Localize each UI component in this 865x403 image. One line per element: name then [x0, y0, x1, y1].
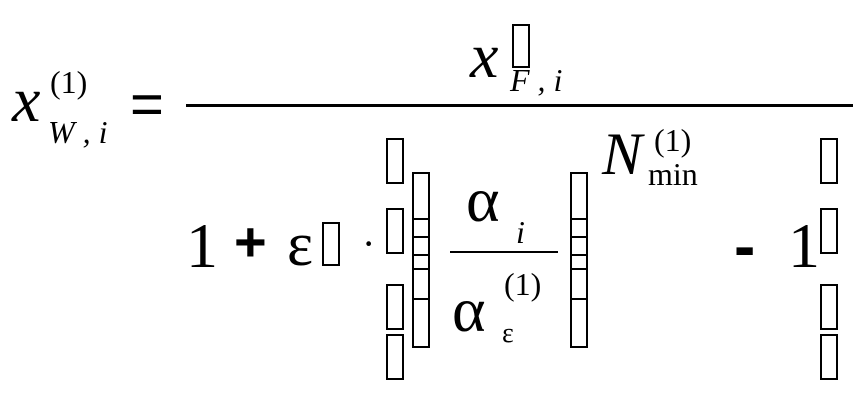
- lhs-variable: x: [12, 64, 41, 135]
- replacement-box-icon: [386, 138, 404, 184]
- multiplication-dot: ·: [362, 221, 376, 266]
- denominator-one: 1: [186, 210, 218, 281]
- numerator-variable: x: [470, 20, 499, 91]
- exponent-variable: N: [602, 121, 643, 187]
- replacement-box-icon: [570, 172, 588, 348]
- replacement-box-icon: [820, 284, 838, 330]
- denominator-one-end: 1: [788, 210, 820, 281]
- replacement-box-icon: [820, 138, 838, 184]
- alpha-denominator-subscript: ε: [502, 318, 514, 349]
- replacement-box-icon: [386, 334, 404, 380]
- plus-sign: +: [234, 210, 267, 273]
- replacement-box-icon: [820, 334, 838, 380]
- epsilon-symbol: ε: [287, 211, 314, 279]
- alpha-numerator: α: [466, 164, 500, 235]
- main-fraction-bar: [186, 104, 853, 107]
- replacement-box-icon: [512, 24, 530, 68]
- lhs-subscript: W , i: [48, 114, 108, 150]
- replacement-box-icon: [820, 208, 838, 254]
- exponent-superscript: (1): [654, 122, 692, 158]
- lhs-superscript: (1): [50, 64, 88, 100]
- numerator-subscript: F , i: [510, 62, 563, 98]
- exponent-subscript: min: [648, 156, 698, 192]
- alpha-numerator-subscript: i: [516, 214, 525, 250]
- inner-fraction-bar: [450, 251, 558, 253]
- replacement-box-icon: [412, 172, 430, 348]
- equals-sign: =: [130, 72, 164, 137]
- replacement-box-icon: [322, 222, 340, 266]
- replacement-box-icon: [386, 208, 404, 254]
- minus-sign: -: [734, 210, 756, 282]
- alpha-denominator: α: [452, 274, 486, 345]
- replacement-box-icon: [386, 284, 404, 330]
- alpha-denominator-superscript: (1): [504, 266, 542, 302]
